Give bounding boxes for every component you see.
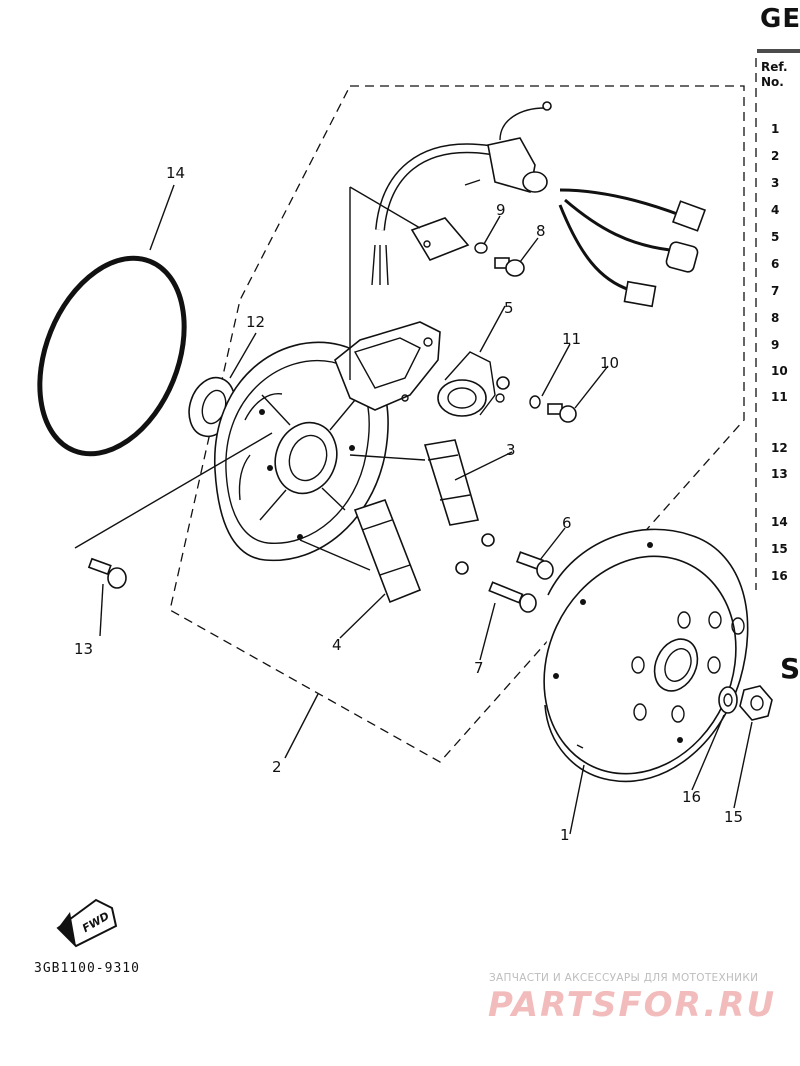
next-section-fragment: S [780, 652, 800, 685]
screw-part-7 [488, 581, 537, 613]
ref-number: 1 [771, 122, 780, 136]
ref-no-header: Ref. No. [761, 60, 788, 90]
callout-11: 11 [562, 330, 581, 348]
diagram-code: 3GB1100-9310 [34, 961, 140, 976]
screw-part-6 [515, 551, 554, 580]
leader-lines [74, 184, 753, 835]
callout-12: 12 [246, 313, 265, 331]
callout-3: 3 [506, 441, 516, 459]
watermark-logo: PARTSFOR.RU [488, 985, 777, 1025]
washer-part-11 [529, 395, 541, 409]
parts-list-title: GE [760, 4, 800, 34]
ref-number: 8 [771, 311, 780, 325]
stator-plate-part-2 [214, 341, 389, 562]
lighting-coil-bracket [334, 321, 441, 411]
ref-label: Ref. [761, 60, 788, 74]
stator-assembly-boundary [169, 85, 745, 763]
ref-number: 5 [771, 230, 780, 244]
ref-number: 7 [771, 284, 780, 298]
callout-4: 4 [332, 636, 342, 654]
callout-16: 16 [682, 788, 701, 806]
ref-number: 2 [771, 149, 780, 163]
no-label: No. [761, 75, 784, 89]
callout-13: 13 [74, 640, 93, 658]
washer-part-16 [718, 686, 738, 714]
ref-number: 4 [771, 203, 780, 217]
callout-8: 8 [536, 222, 546, 240]
callout-10: 10 [600, 354, 619, 372]
screw-part-8 [494, 257, 525, 277]
ref-number: 11 [771, 390, 788, 404]
watermark-tagline: ЗАПЧАСТИ И АКСЕССУАРЫ ДЛЯ МОТОТЕХНИКИ [489, 972, 759, 984]
rotor-part-1 [543, 528, 749, 783]
callout-9: 9 [496, 201, 506, 219]
callout-1: 1 [560, 826, 570, 844]
fwd-arrow-icon: FWD [56, 898, 118, 948]
callout-2: 2 [272, 758, 282, 776]
ref-number: 16 [771, 569, 788, 583]
ref-number: 9 [771, 338, 780, 352]
callout-14: 14 [166, 164, 185, 182]
callout-5: 5 [504, 299, 514, 317]
pickup-coil-part-5 [437, 351, 510, 417]
washer-part-9 [474, 242, 488, 254]
o-ring-part-14 [37, 255, 187, 457]
screw-part-13 [87, 557, 127, 589]
ref-number: 6 [771, 257, 780, 271]
ref-number: 3 [771, 176, 780, 190]
wire-harness [371, 101, 707, 308]
ref-number: 14 [771, 515, 788, 529]
source-coil-part-4 [299, 499, 469, 604]
callout-15: 15 [724, 808, 743, 826]
ref-number: 12 [771, 441, 788, 455]
wire-clamp [410, 217, 470, 261]
ref-number: 15 [771, 542, 788, 556]
callout-7: 7 [474, 659, 484, 677]
callout-6: 6 [562, 514, 572, 532]
screw-part-10 [547, 403, 577, 423]
ref-number: 13 [771, 467, 788, 481]
charge-coil-part-3 [349, 439, 495, 547]
nut-part-15 [739, 685, 773, 721]
ref-number: 10 [771, 364, 788, 378]
